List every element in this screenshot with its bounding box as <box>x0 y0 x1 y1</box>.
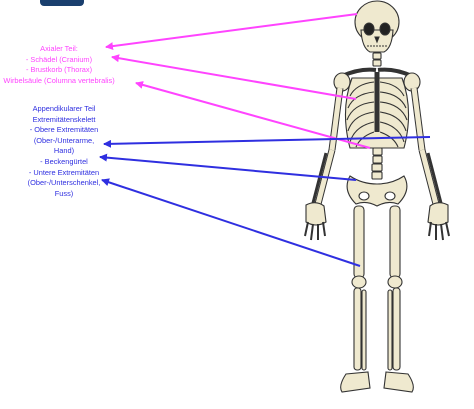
appendicular-line: Extremitätenskelett <box>32 114 96 124</box>
left-arm <box>304 87 344 241</box>
arrow-appendicular-upper-limb <box>103 136 431 148</box>
pelvis <box>346 175 408 207</box>
arrow-axial-spine <box>135 81 371 149</box>
left-leg <box>340 205 371 393</box>
appendicular-line: - Beckengürtel <box>40 156 88 166</box>
axial-line: Wirbelsäule (Columna vertebralis) <box>3 75 115 85</box>
appendicular-line: - Untere Extremitäten <box>28 167 100 177</box>
appendicular-line: (Ober-/Unterschenkel, <box>27 178 101 188</box>
spine <box>371 52 383 180</box>
axial-line: - Schädel (Cranium) <box>25 54 93 64</box>
axial-line: Axialer Teil: <box>40 44 78 53</box>
appendicular-line: - Obere Extremitäten <box>29 125 99 135</box>
arrow-appendicular-pelvic-girdle <box>99 153 357 181</box>
appendicular-line: Appendikularer Teil <box>32 104 96 113</box>
axial-line: - Brustkorb (Thorax) <box>25 65 93 75</box>
right-arm <box>410 87 450 241</box>
appendicular-line: Fuss) <box>54 188 74 198</box>
ribcage <box>344 72 410 149</box>
arrow-axial-thorax <box>111 54 357 100</box>
arrow-appendicular-lower-limb <box>101 178 361 267</box>
axial-arrows <box>105 13 371 149</box>
appendicular-skeleton-label: Appendikularer Teil Extremitätenskelett … <box>16 104 112 199</box>
skull <box>354 0 400 53</box>
arrow-axial-skull <box>105 13 358 51</box>
axial-skeleton-label: Axialer Teil: - Schädel (Cranium) - Brus… <box>0 44 118 86</box>
appendicular-arrows <box>99 136 431 267</box>
appendicular-line: (Ober-/Unterarme, <box>33 135 95 145</box>
right-leg <box>383 205 414 393</box>
appendicular-line: Hand) <box>53 146 75 156</box>
skeleton <box>304 0 450 393</box>
header-bar <box>40 0 84 6</box>
